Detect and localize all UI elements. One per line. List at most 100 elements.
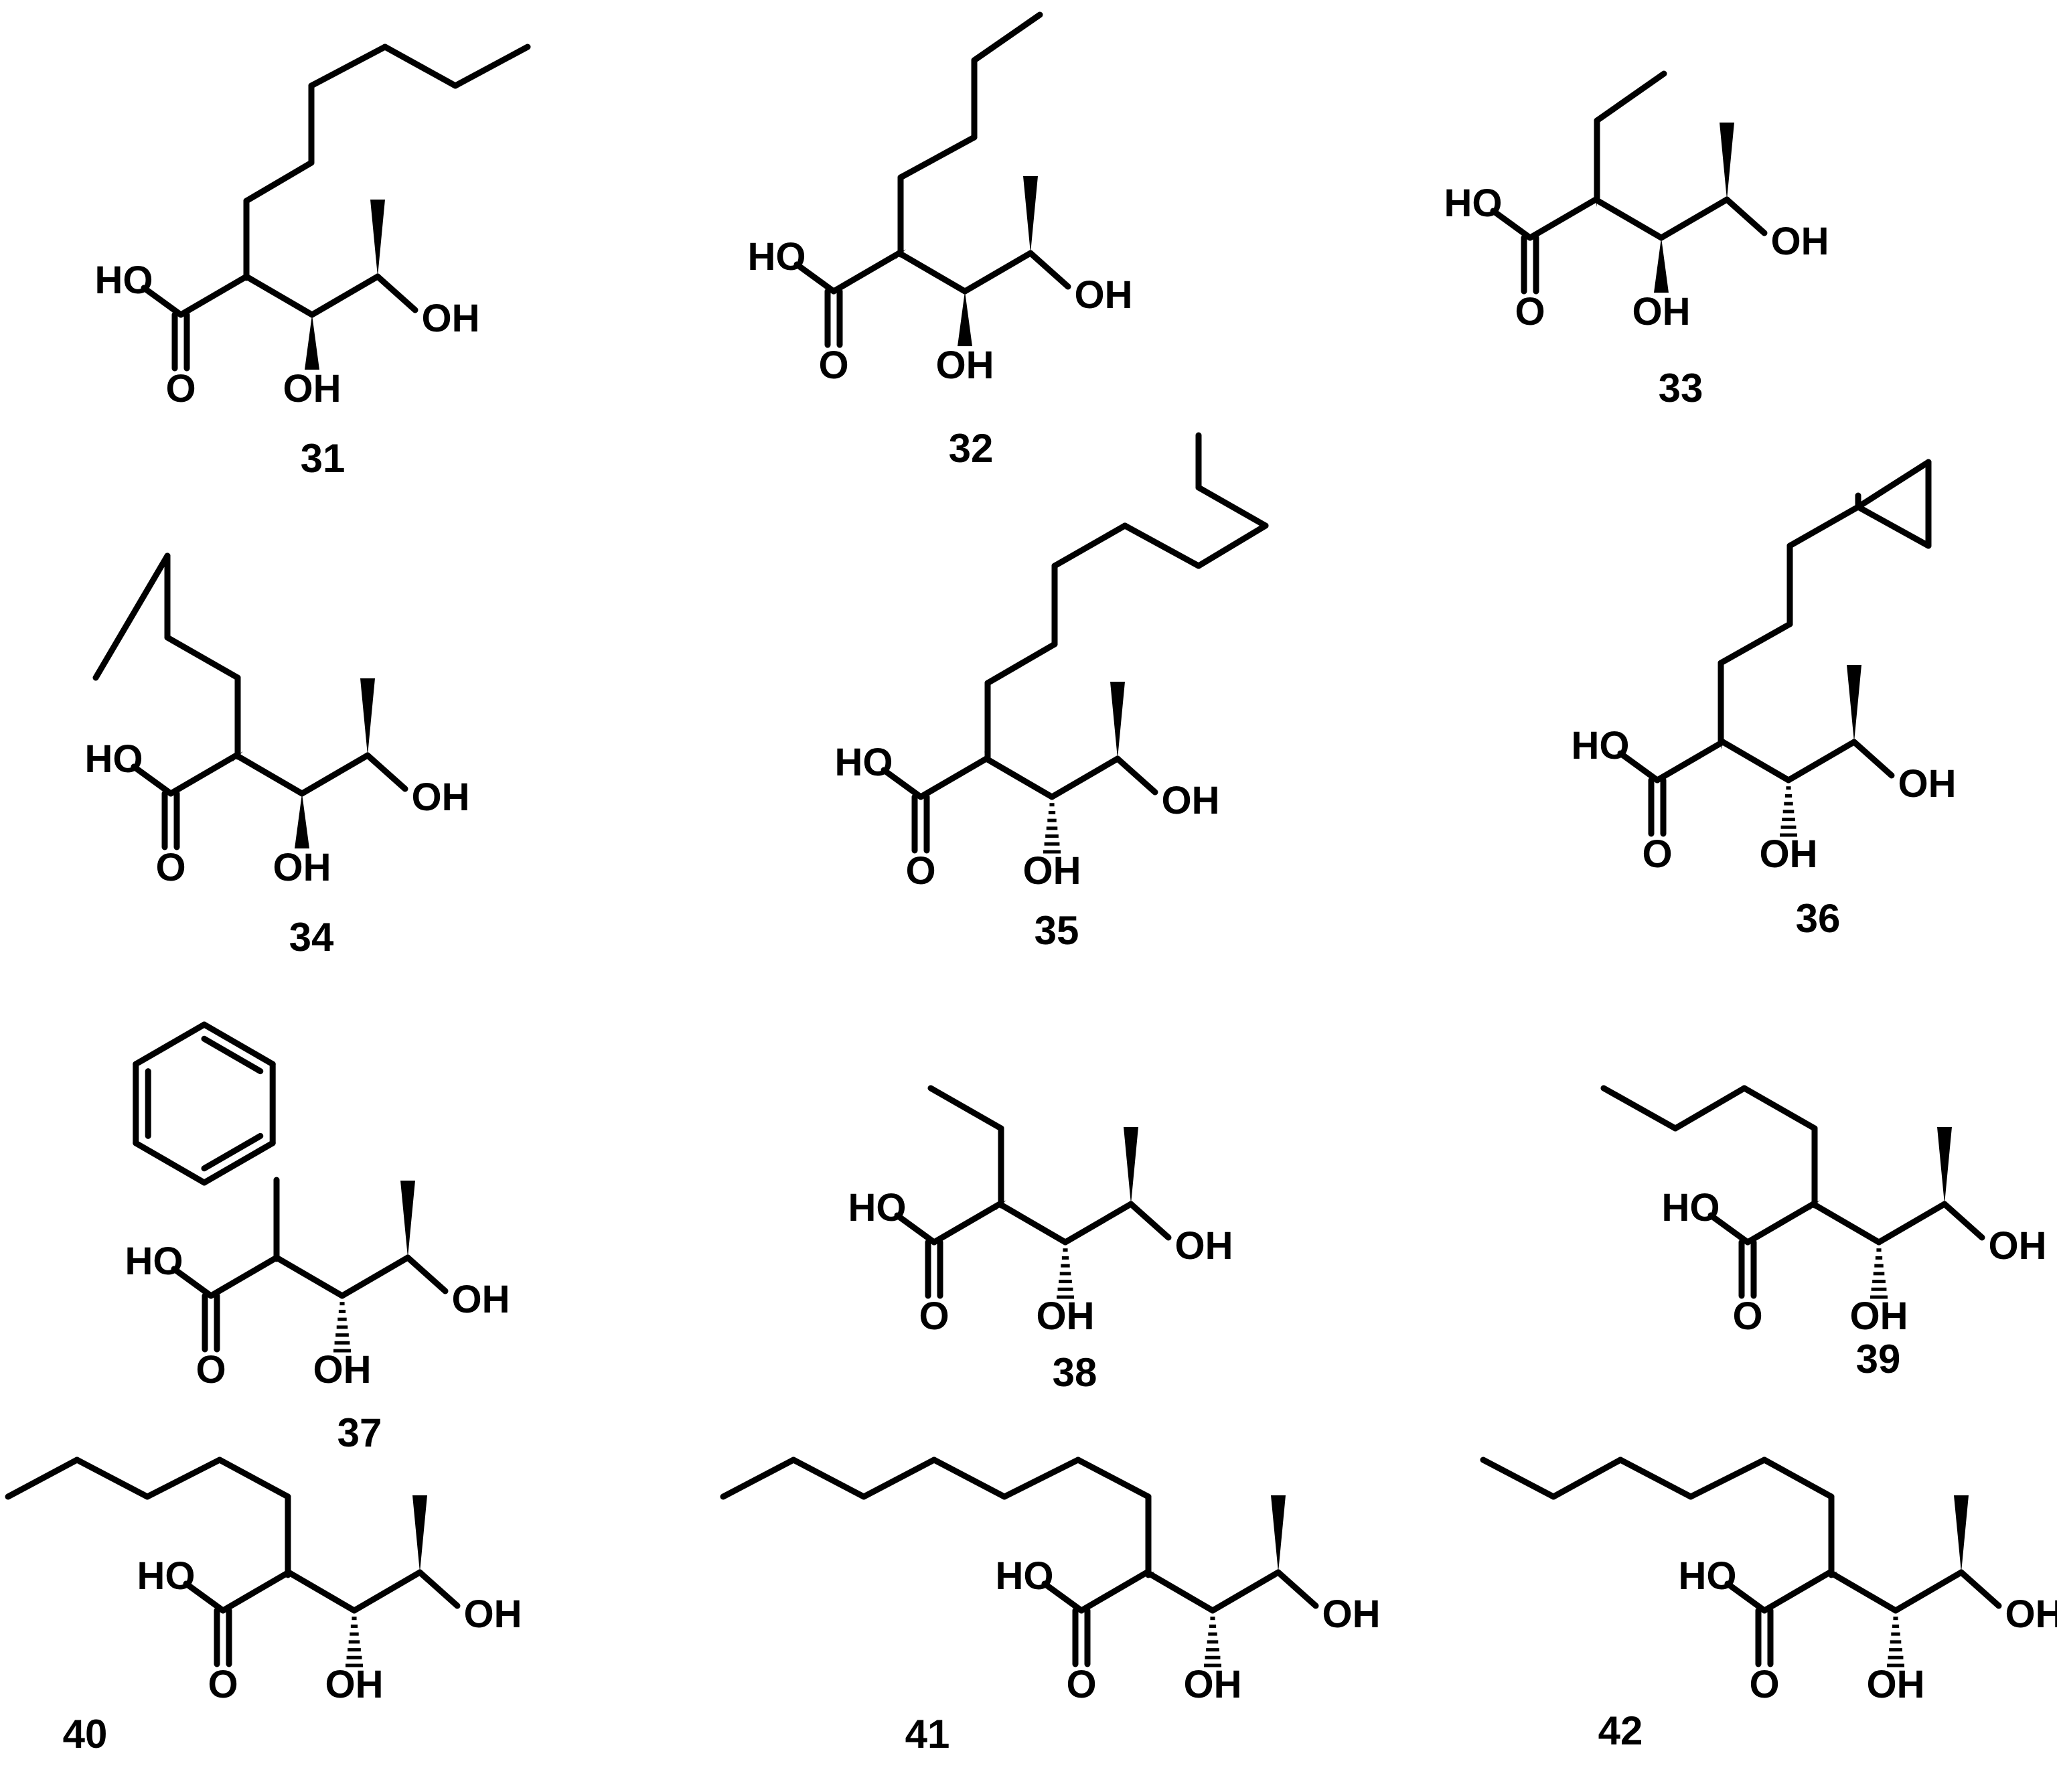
c3-oh-wedge xyxy=(958,291,972,346)
c3-c4-bond xyxy=(342,1258,408,1296)
ho-label: HO xyxy=(1572,724,1630,767)
c3-oh-hash xyxy=(1043,805,1061,852)
chain-bond xyxy=(723,1460,793,1497)
c3-c4-bond xyxy=(1065,1204,1131,1242)
ho-label: HO xyxy=(835,741,893,784)
compound-label: 37 xyxy=(337,1410,382,1455)
chain-bond xyxy=(1858,507,1928,546)
c4-oh-bond xyxy=(1131,1204,1168,1238)
c4-methyl-wedge xyxy=(412,1495,427,1572)
chain-bond xyxy=(1055,526,1125,566)
c3-oh-label: OH xyxy=(283,367,341,410)
c2-c3-bond xyxy=(1147,1572,1213,1611)
ho-label: HO xyxy=(125,1240,183,1283)
c4-oh-label: OH xyxy=(412,775,470,819)
c3-oh-label: OH xyxy=(1760,832,1818,876)
c1-c2-bond xyxy=(934,1204,1000,1242)
c3-oh-label: OH xyxy=(936,344,994,387)
c4-oh-bond xyxy=(1031,253,1068,287)
c4-oh-bond xyxy=(1278,1572,1316,1606)
c4-oh-bond xyxy=(408,1258,445,1291)
chain-bond xyxy=(1553,1460,1620,1497)
compound-label: 33 xyxy=(1659,366,1703,410)
carbonyl-o-label: O xyxy=(1642,832,1672,876)
c2-c3-bond xyxy=(986,759,1052,797)
chain-bond xyxy=(1858,462,1928,507)
compound-label: 41 xyxy=(905,1712,950,1757)
chain-bond xyxy=(901,137,974,177)
c3-c4-bond xyxy=(1896,1572,1961,1611)
chain-bond xyxy=(1125,526,1199,566)
c1-c2-bond xyxy=(1081,1572,1147,1611)
chain-bond xyxy=(167,638,238,678)
compound-label: 34 xyxy=(289,915,334,960)
ring-bond xyxy=(136,1143,204,1183)
c4-oh-label: OH xyxy=(2005,1592,2057,1636)
c4-methyl-wedge xyxy=(1124,1127,1138,1204)
c3-oh-label: OH xyxy=(1023,849,1081,893)
compound-label: 36 xyxy=(1796,896,1841,941)
chain-bond xyxy=(385,47,455,86)
chain-bond xyxy=(1744,1088,1815,1128)
c3-c4-bond xyxy=(312,277,378,315)
c3-c4-bond xyxy=(1879,1204,1945,1242)
c4-methyl-wedge xyxy=(1023,176,1038,253)
c3-oh-label: OH xyxy=(1632,290,1691,333)
chain-bond xyxy=(1790,507,1858,546)
chain-bond xyxy=(974,15,1040,60)
chain-bond xyxy=(1597,74,1664,121)
c3-oh-wedge xyxy=(295,794,309,848)
ho-label: HO xyxy=(1679,1554,1737,1598)
c2-c3-bond xyxy=(289,1572,354,1611)
c4-oh-label: OH xyxy=(1075,273,1133,317)
c4-oh-label: OH xyxy=(1989,1224,2047,1268)
c3-c4-bond xyxy=(354,1572,420,1611)
chain-bond xyxy=(1483,1460,1553,1497)
c3-oh-wedge xyxy=(1654,238,1669,293)
c1-c2-bond xyxy=(1748,1204,1813,1242)
chain-bond xyxy=(793,1460,864,1497)
c4-oh-bond xyxy=(420,1572,457,1606)
c2-c3-bond xyxy=(1813,1204,1879,1242)
c3-oh-wedge xyxy=(305,315,319,370)
c2-c3-bond xyxy=(246,277,312,315)
ho-label: HO xyxy=(996,1554,1054,1598)
c4-oh-bond xyxy=(378,277,415,310)
c4-oh-bond xyxy=(368,755,405,789)
c4-methyl-wedge xyxy=(360,678,375,755)
c3-oh-hash xyxy=(346,1619,363,1665)
chain-bond xyxy=(77,1460,147,1497)
c2-c3-bond xyxy=(1000,1204,1065,1242)
chain-bond xyxy=(1604,1088,1675,1128)
c3-c4-bond xyxy=(1661,200,1727,238)
carbonyl-o-label: O xyxy=(155,846,185,889)
ho-label: HO xyxy=(137,1554,196,1598)
c3-oh-label: OH xyxy=(325,1663,384,1706)
c4-oh-bond xyxy=(1118,759,1155,792)
chain-bond xyxy=(246,163,311,201)
c4-oh-bond xyxy=(1727,200,1764,233)
c3-oh-label: OH xyxy=(1850,1294,1908,1338)
chain-bond xyxy=(311,47,385,86)
carbonyl-o-label: O xyxy=(1515,290,1545,333)
compound-label: 32 xyxy=(949,426,994,471)
c4-oh-label: OH xyxy=(1322,1592,1381,1636)
c4-methyl-wedge xyxy=(1110,682,1125,759)
c4-oh-bond xyxy=(1945,1204,1982,1238)
chain-bond xyxy=(1199,526,1266,566)
chain-bond xyxy=(988,644,1055,683)
compound-label: 40 xyxy=(63,1712,108,1757)
carbonyl-o-label: O xyxy=(1066,1663,1096,1706)
compound-label: 38 xyxy=(1053,1350,1097,1395)
ring-bond xyxy=(136,1025,204,1064)
c1-c2-bond xyxy=(1764,1572,1830,1611)
chain-bond xyxy=(147,1460,220,1497)
ho-label: HO xyxy=(1662,1186,1720,1229)
c2-c3-bond xyxy=(899,253,965,291)
